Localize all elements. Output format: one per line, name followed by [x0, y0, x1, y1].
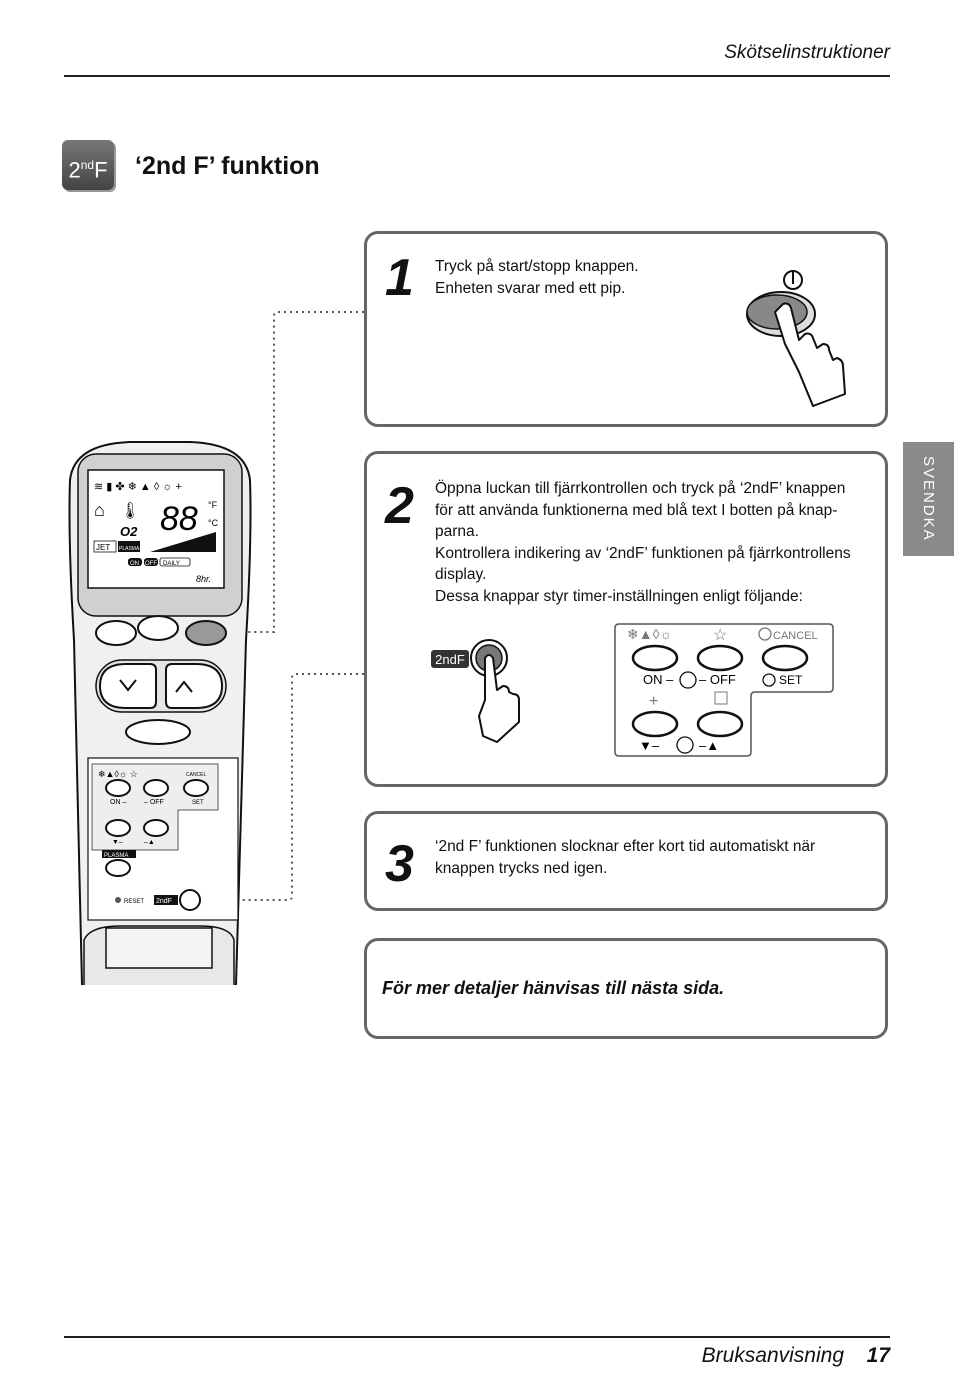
step-2-line: parna. [435, 523, 479, 540]
home-icon [714, 691, 728, 705]
lcd-daily: DAILY [163, 561, 180, 567]
set-label: SET [779, 673, 803, 687]
mode-icons: ❄▲◊☼ [627, 626, 672, 642]
footer-label: Bruksanvisning [701, 1344, 844, 1367]
footer-rule [64, 1336, 890, 1338]
lcd-digits: 88 [160, 500, 198, 538]
remote-cancel-label: CANCEL [186, 772, 207, 778]
2ndf-label: 2ndF [435, 652, 465, 667]
step-2-line: Dessa knappar styr timer-inställningen e… [435, 587, 803, 605]
lcd-display [87, 469, 225, 589]
jet-button[interactable] [137, 615, 179, 641]
clock-icon [679, 671, 697, 689]
remote-2ndf-button[interactable] [179, 889, 201, 911]
step-3-text: ‘2nd F’ funktionen slocknar efter kort t… [435, 836, 875, 879]
star-button[interactable] [696, 644, 744, 672]
remote-timer-up-button[interactable] [143, 819, 169, 837]
cancel-button[interactable] [761, 644, 809, 672]
fan-icon: + [649, 693, 658, 710]
remote-reset-label: RESET [124, 899, 144, 905]
fan-speed-button[interactable] [125, 719, 191, 745]
remote-2ndf-label: 2ndF [156, 898, 172, 905]
up-label: –▲ [699, 738, 719, 753]
lcd-top-icons: ≋ ▮ ✤ ❄ ▲ ◊ ☼ + [94, 481, 182, 493]
remote-star-button[interactable] [143, 779, 169, 797]
remote-mode-icons: ❄▲◊☼ ☆ [98, 769, 138, 779]
step-3-line: knappen trycks ned igen. [435, 859, 608, 877]
remote-down-label: ▼– [112, 839, 123, 846]
timer-down-button[interactable] [631, 710, 679, 738]
timer-button-panel: ❄▲◊☼ ☆ CANCEL ON – – OFF SET + ▼– –▲ [614, 623, 834, 757]
lcd-hr: 8hr. [196, 574, 211, 584]
lcd-off: OFF [145, 561, 157, 567]
swing-button[interactable] [95, 620, 137, 646]
page-header-title: Skötselinstruktioner [724, 42, 890, 63]
step-2-number: 2 [385, 477, 414, 535]
home-icon: ⌂ [94, 500, 105, 520]
step-1-line: Tryck på start/stopp knappen. [435, 258, 639, 275]
badge-sup: nd [80, 158, 95, 172]
step-1-number: 1 [385, 249, 414, 307]
remote-mode-button[interactable] [105, 779, 131, 797]
step-2-box: 2 Öppna luckan till fjärrkontrollen och … [364, 451, 888, 787]
lcd-o2: O2 [120, 524, 138, 539]
step-1-text: Tryck på start/stopp knappen. Enheten sv… [435, 256, 735, 299]
on-label: ON – [643, 672, 674, 687]
step-2-text: Öppna luckan till fjärrkontrollen och tr… [435, 478, 880, 607]
clock-icon [676, 736, 694, 754]
language-tab: SVENDKA [903, 442, 954, 556]
badge-main: 2 [68, 157, 81, 183]
step-2-line: Kontrollera indikering av ‘2ndF’ funktio… [435, 544, 851, 562]
lcd-c: °C [208, 518, 219, 528]
remote-control-illustration: ≋ ▮ ✤ ❄ ▲ ◊ ☼ + ⌂ 🌡 88 °F °C O2 JET PLAS… [68, 441, 252, 986]
lcd-plasma: PLASMA [119, 546, 140, 552]
mode-button[interactable] [631, 644, 679, 672]
clock-icon [762, 673, 776, 687]
temp-down-button[interactable] [98, 663, 157, 709]
clock-icon [758, 627, 772, 641]
finger-press-2ndf-icon: 2ndF [431, 639, 520, 743]
lcd-f: °F [208, 500, 218, 510]
power-button[interactable] [185, 620, 227, 646]
reset-dot[interactable] [115, 897, 121, 903]
cancel-label: CANCEL [773, 630, 818, 642]
star-icon: ☆ [713, 627, 727, 644]
note-box: För mer detaljer hänvisas till nästa sid… [364, 938, 888, 1039]
step-2-line: display. [435, 566, 487, 583]
timer-up-button[interactable] [696, 710, 744, 738]
remote-set-label: SET [192, 800, 204, 806]
remote-plasma-label: PLASMA [104, 853, 128, 859]
header-rule [64, 75, 890, 77]
remote-on-label: ON – [110, 799, 126, 806]
page-number: 17 [866, 1344, 890, 1367]
down-label: ▼– [639, 738, 660, 753]
2ndf-badge-icon: 2ndF [62, 140, 114, 190]
remote-timer-down-button[interactable] [105, 819, 131, 837]
step-1-line: Enheten svarar med ett pip. [435, 279, 626, 297]
step-2-line: Öppna luckan till fjärrkontrollen och tr… [435, 480, 846, 497]
remote-cancel-button[interactable] [183, 779, 209, 797]
step-1-box: 1 Tryck på start/stopp knappen. Enheten … [364, 231, 888, 427]
step-3-line: ‘2nd F’ funktionen slocknar efter kort t… [435, 838, 816, 855]
finger-press-power-icon [746, 270, 846, 407]
note-text: För mer detaljer hänvisas till nästa sid… [382, 978, 725, 998]
step-2-line: för att använda funktionerna med blå tex… [435, 501, 838, 519]
lcd-jet: JET [96, 543, 110, 552]
off-label: – OFF [699, 672, 736, 687]
badge-end: F [94, 157, 108, 183]
section-title: ‘2nd F’ funktion [135, 152, 320, 180]
lcd-on: ON [130, 561, 139, 567]
step-3-box: 3 ‘2nd F’ funktionen slocknar efter kort… [364, 811, 888, 911]
remote-plasma-button[interactable] [105, 859, 131, 877]
thermometer-icon: 🌡 [120, 502, 140, 520]
step-3-number: 3 [385, 835, 414, 893]
remote-off-label: – OFF [144, 799, 164, 806]
remote-up-label: –▲ [144, 839, 155, 846]
temp-up-button[interactable] [165, 663, 224, 709]
